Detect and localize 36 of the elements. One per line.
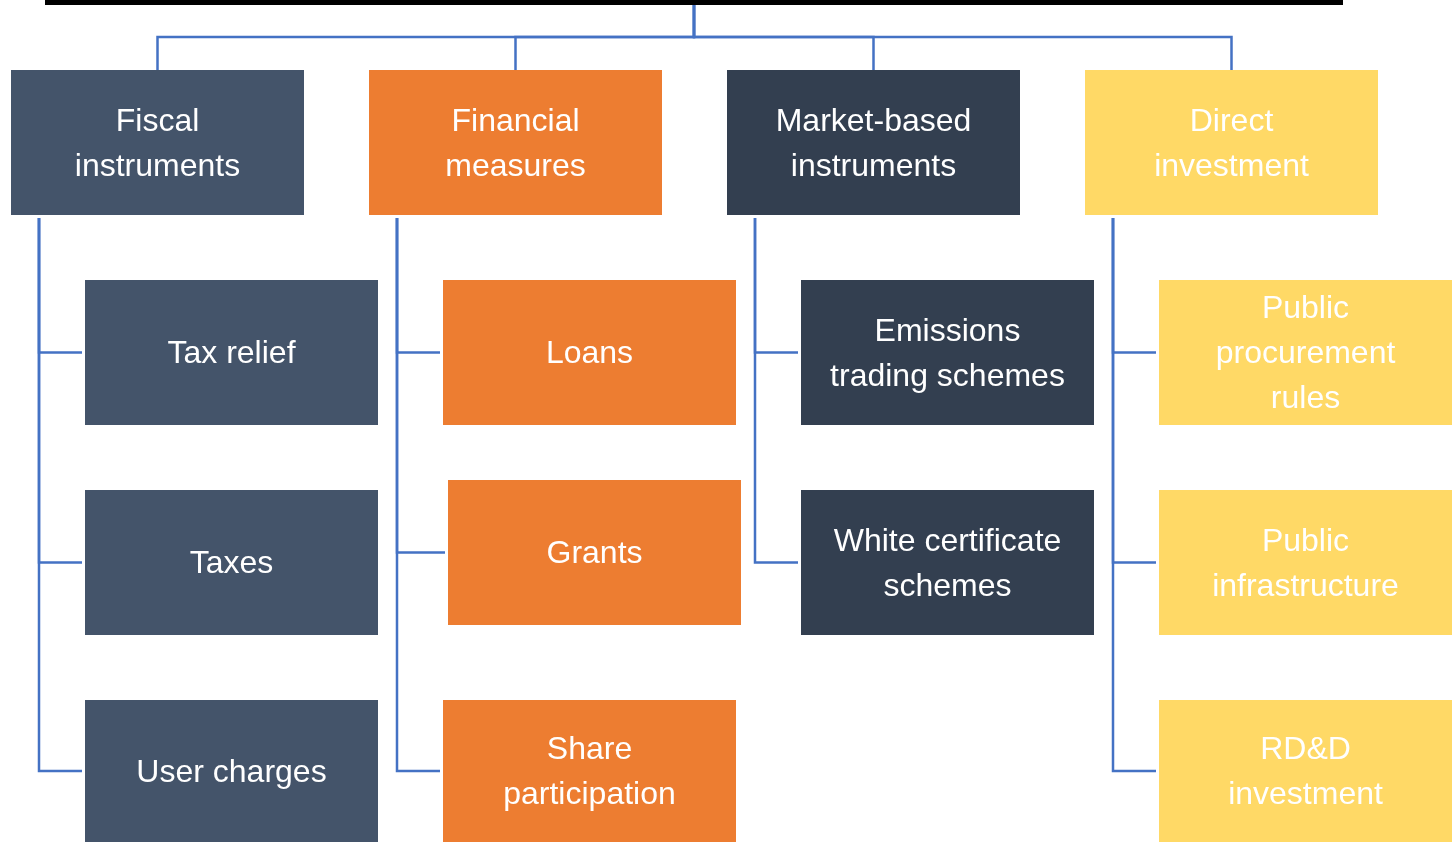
box-label: Fiscal instruments — [73, 100, 242, 185]
subcategory-box — [801, 280, 1094, 425]
box-label: Taxes — [189, 543, 274, 583]
box-label: RD&D investment — [1227, 729, 1384, 813]
subcategory-box — [1159, 490, 1452, 635]
category-box — [369, 70, 662, 215]
connector-line — [37, 218, 82, 773]
connector-line — [753, 218, 798, 564]
box-label: User charges — [136, 751, 327, 791]
category-box — [1085, 70, 1378, 215]
box-label: Public procurement rules — [1214, 288, 1397, 417]
subcategory-box — [1159, 280, 1452, 425]
subcategory-box — [85, 700, 378, 842]
connector-line — [395, 218, 440, 773]
category-box — [11, 70, 304, 215]
box-label: White certificate schemes — [832, 520, 1063, 605]
box-label: Grants — [546, 533, 643, 573]
subcategory-box — [443, 280, 736, 425]
box-label: Emissions trading schemes — [829, 310, 1066, 395]
box-label: Market-based instruments — [774, 100, 973, 185]
connector-line — [1111, 218, 1156, 773]
subcategory-box — [85, 490, 378, 635]
box-label: Public infrastructure — [1211, 520, 1400, 605]
connector-line — [692, 5, 1233, 70]
subcategory-box — [1159, 700, 1452, 842]
subcategory-box — [443, 700, 736, 842]
box-label: Tax relief — [167, 333, 296, 373]
subcategory-box — [801, 490, 1094, 635]
box-label: Financial measures — [444, 100, 587, 185]
subcategory-box — [85, 280, 378, 425]
header-bar — [45, 0, 1343, 5]
box-label: Loans — [545, 333, 634, 373]
subcategory-box — [448, 480, 741, 625]
box-label: Share participation — [502, 729, 677, 813]
category-box — [727, 70, 1020, 215]
box-label: Direct investment — [1153, 100, 1310, 185]
